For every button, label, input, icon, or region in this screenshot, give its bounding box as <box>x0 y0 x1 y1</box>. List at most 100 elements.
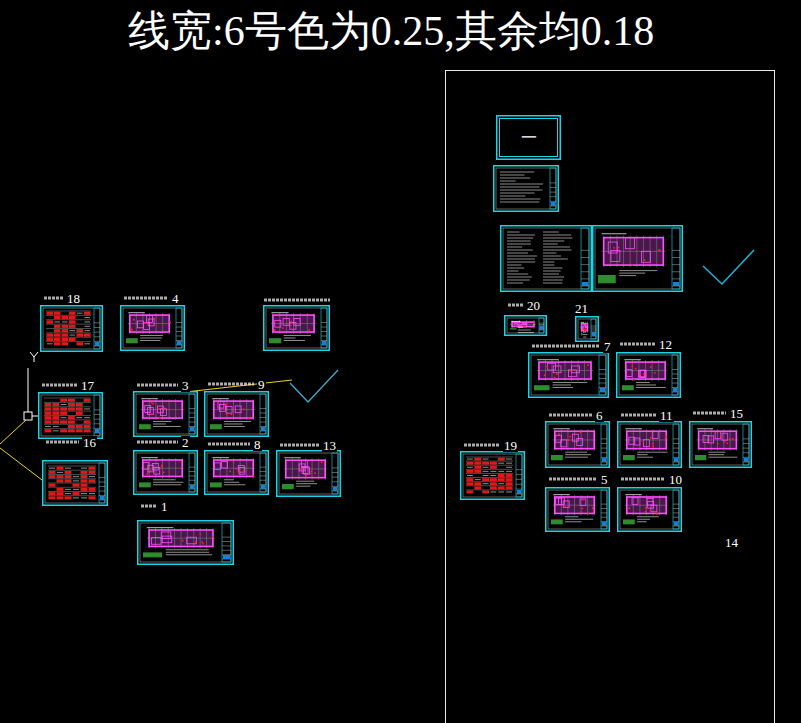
drawing-line <box>321 331 327 332</box>
drawing-line <box>637 516 659 517</box>
drawing-line <box>48 474 96 475</box>
drawing-line <box>218 401 224 408</box>
drawing-line <box>284 340 305 341</box>
sheet-graphic <box>617 487 682 532</box>
drawing-line <box>284 337 296 338</box>
drawing-line <box>611 250 620 261</box>
drawing-line <box>548 363 556 370</box>
drawing-line <box>99 491 105 492</box>
drawing-line <box>529 353 609 398</box>
drawing-line <box>68 416 75 419</box>
drawing-line <box>44 297 63 300</box>
drawing-line <box>47 338 54 341</box>
drawing-line <box>332 481 338 482</box>
drawing-line <box>314 472 316 474</box>
sheet-number: 15 <box>729 407 744 420</box>
drawing-line <box>673 388 677 392</box>
drawing-line <box>44 411 91 412</box>
sheet-number: 14 <box>724 536 739 549</box>
drawing-line <box>294 318 300 325</box>
drawing-line <box>153 426 181 427</box>
drawing-sheet: 15 <box>689 421 752 468</box>
drawing-line <box>148 319 154 326</box>
drawing-line <box>618 422 682 468</box>
drawing-line <box>629 507 631 509</box>
drawing-line <box>581 511 583 513</box>
drawing-line <box>282 327 284 329</box>
sheet-number: 7 <box>603 340 612 353</box>
drawing-line <box>581 278 589 279</box>
sheet-number: 5 <box>600 473 609 486</box>
drawing-line <box>224 482 239 483</box>
sheet-graphic <box>40 305 103 352</box>
drawing-line <box>54 316 61 319</box>
drawing-line <box>208 383 254 386</box>
drawing-line <box>48 487 96 488</box>
drawing-line <box>321 327 327 328</box>
drawing-line <box>176 336 182 337</box>
drawing-line <box>658 250 660 252</box>
drawing-line <box>136 453 195 492</box>
drawing-line <box>507 247 522 248</box>
drawing-line <box>49 484 56 487</box>
drawing-line <box>62 329 69 332</box>
drawing-line <box>507 280 530 281</box>
drawing-line <box>0 420 26 444</box>
drawing-line <box>310 473 312 475</box>
drawing-line <box>195 541 197 543</box>
title: 线宽:6号色为0.25,其余均0.18 <box>128 8 654 54</box>
drawing-line <box>333 487 337 491</box>
drawing-line <box>672 257 680 258</box>
drawing-line <box>625 238 634 249</box>
drawing-line <box>582 325 584 327</box>
drawing-line <box>130 315 169 332</box>
drawing-line <box>81 484 88 487</box>
drawing-line <box>73 484 80 487</box>
drawing-line <box>623 455 635 460</box>
drawing-line <box>145 322 147 324</box>
drawing-line <box>500 196 525 197</box>
drawing-line <box>565 454 591 455</box>
drawing-line <box>554 377 556 379</box>
drawing-line <box>52 403 59 406</box>
drawing-line <box>543 271 561 272</box>
drawing-line <box>483 467 489 468</box>
drawing-line <box>483 471 489 472</box>
drawing-line <box>49 492 56 495</box>
drawing-line <box>635 368 637 370</box>
drawing-line <box>153 484 181 485</box>
drawing-line <box>613 247 615 249</box>
drawing-line <box>598 275 616 283</box>
drawing-line <box>48 478 96 479</box>
drawing-line <box>709 454 725 455</box>
drawing-line <box>43 308 100 349</box>
sheet-number: 21 <box>574 302 589 315</box>
drawing-line <box>543 268 562 269</box>
drawing-line <box>151 402 153 404</box>
drawing-line <box>62 338 69 341</box>
sheet-graphic <box>133 450 198 495</box>
drawing-line <box>305 475 307 477</box>
drawing-line <box>139 424 151 429</box>
drawing-line <box>238 472 240 474</box>
drawing-line <box>201 541 203 543</box>
drawing-line <box>81 497 87 498</box>
drawing-line <box>158 408 160 410</box>
sheet-number: 12 <box>658 338 673 351</box>
drawing-line <box>659 249 661 251</box>
sheet-graphic <box>528 352 609 398</box>
drawing-line <box>518 324 521 326</box>
drawing-line <box>47 312 54 315</box>
drawing-line <box>253 475 255 477</box>
drawing-line <box>672 374 678 375</box>
drawing-line <box>69 338 76 341</box>
drawing-line <box>619 275 636 276</box>
drawing-line <box>673 517 679 518</box>
drawing-line <box>467 482 474 485</box>
drawing-line <box>531 326 533 328</box>
drawing-line <box>189 484 195 485</box>
drawing-line <box>68 420 75 423</box>
drawing-line <box>622 385 634 390</box>
sheet-graphic <box>689 421 752 468</box>
drawing-line <box>24 412 32 420</box>
